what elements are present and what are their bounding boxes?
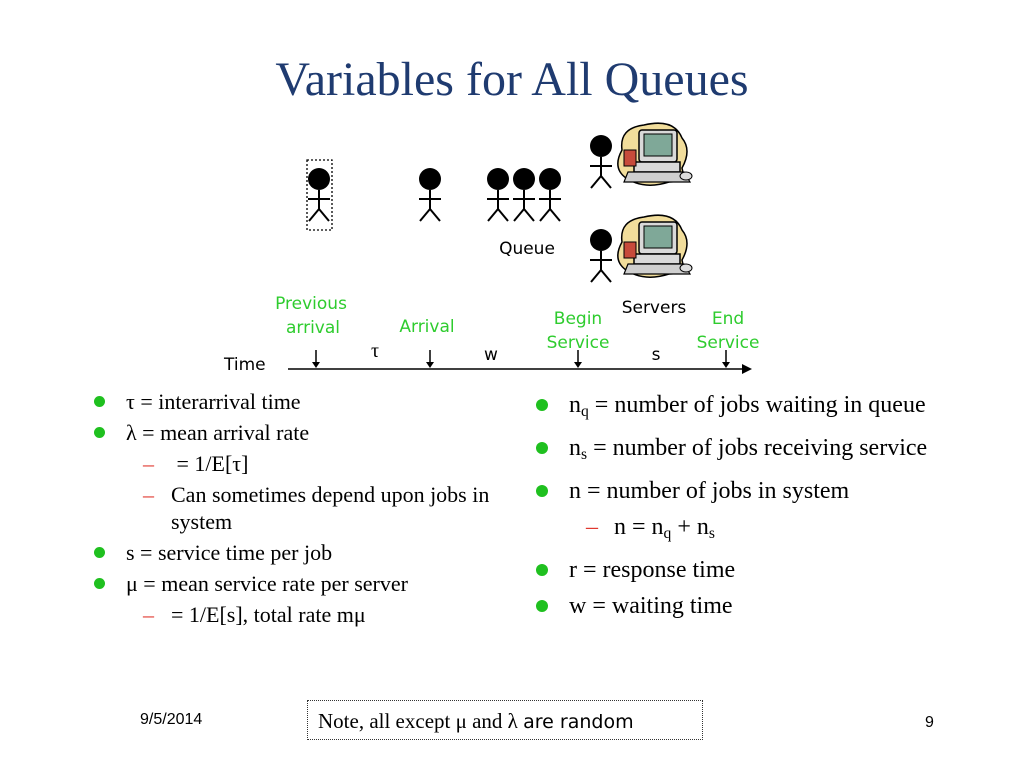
bullet-ns: ns = number of jobs receiving service [536,433,949,470]
end-service-tick-arrow [722,362,730,368]
event-ticks [315,350,727,364]
tau-symbol: τ [371,340,379,362]
queue-diagram: Queue Servers Previous arrival Arrival B… [223,122,760,375]
servers-label: Servers [622,298,687,318]
note-text-serif: Note, all except μ and λ [318,709,524,733]
bullet-n: n = number of jobs in system [536,476,949,506]
bullet-r: r = response time [536,555,949,585]
arrival-label: Arrival [399,317,454,337]
sub-bullet-lambda-depend: Can sometimes depend upon jobs in system [143,481,516,535]
ns-text: = number of jobs receiving service [587,435,928,461]
server-computer-icon-1 [617,122,693,186]
previous-arrival-label-2: arrival [286,318,340,338]
sub-bullet-n-equation: n = nq + ns [586,512,949,549]
sub-bullet-lambda-formula: = 1/E[τ] [143,450,516,477]
n-eq-part-b: + n [671,514,709,540]
slide-title: Variables for All Queues [275,53,749,106]
queued-customer-3 [538,167,562,222]
left-bullet-list: τ = interarrival time λ = mean arrival r… [94,388,516,632]
arriving-customer-figure [418,167,442,222]
server-customer-1 [589,134,613,189]
bullet-w: w = waiting time [536,591,949,621]
begin-service-tick-arrow [574,362,582,368]
begin-service-label-2: Service [547,333,610,353]
queued-customer-1 [486,167,510,222]
queued-customer-2 [512,167,536,222]
s-symbol: s [652,345,661,365]
note-box: Note, all except μ and λ are random [307,700,703,740]
previous-arrival-tick-arrow [312,362,320,368]
begin-service-label-1: Begin [554,309,602,329]
previous-arrival-label-1: Previous [275,294,347,314]
ns-prefix: n [569,435,581,461]
time-label: Time [223,355,266,375]
n-eq-part-a: n = n [614,514,664,540]
n-eq-sub-q: q [663,525,672,542]
slide-date: 9/5/2014 [140,711,203,728]
queue-label: Queue [499,239,555,259]
arrival-tick-arrow [426,362,434,368]
server-computer-icon-2 [617,214,693,278]
previous-arrival-box [306,159,333,231]
lambda-formula-text: = 1/E[τ] [171,451,249,476]
w-symbol: w [484,345,498,365]
bullet-lambda: λ = mean arrival rate [94,419,516,446]
bullet-nq: nq = number of jobs waiting in queue [536,390,949,427]
bullet-mu: μ = mean service rate per server [94,570,516,597]
n-eq-sub-s: s [708,525,715,542]
server-customer-2 [589,228,613,283]
nq-prefix: n [569,392,581,418]
right-bullet-list: nq = number of jobs waiting in queue ns … [536,390,949,627]
bullet-s: s = service time per job [94,539,516,566]
nq-text: = number of jobs waiting in queue [588,392,926,418]
end-service-label-1: End [712,309,744,329]
page-number: 9 [925,714,934,731]
bullet-tau: τ = interarrival time [94,388,516,415]
note-text-sans: are random [523,711,634,733]
previous-customer-figure [307,167,331,222]
ns-subscript: s [581,446,588,463]
end-service-label-2: Service [697,333,760,353]
time-axis-arrowhead [742,364,752,374]
nq-subscript: q [581,403,589,420]
sub-bullet-mu-formula: = 1/E[s], total rate mμ [143,601,516,628]
